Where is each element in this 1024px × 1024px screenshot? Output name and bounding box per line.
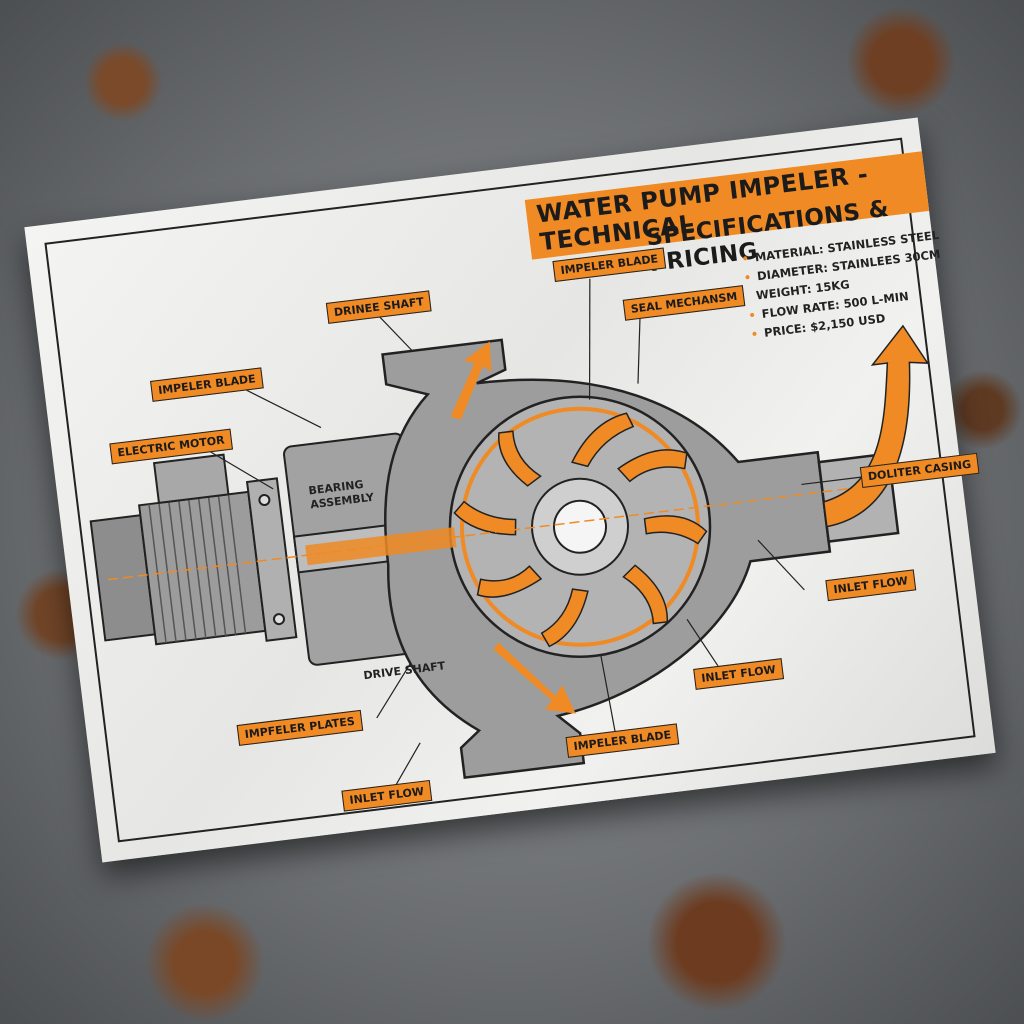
label-leader-lines: [202, 278, 862, 787]
bullet-icon: [745, 289, 751, 303]
shaft-and-flow-drawing: [107, 324, 930, 714]
bullet-icon: •: [747, 307, 757, 323]
bullet-icon: •: [743, 270, 753, 285]
pump-diagram: [89, 278, 930, 787]
electric-motor-drawing: [89, 453, 298, 646]
technical-poster: WATER PUMP IMPELER - TECHNICAL SPECIFICA…: [24, 117, 996, 863]
bullet-icon: •: [749, 326, 760, 342]
impeller-drawing: [453, 406, 708, 648]
bullet-icon: •: [740, 251, 750, 267]
